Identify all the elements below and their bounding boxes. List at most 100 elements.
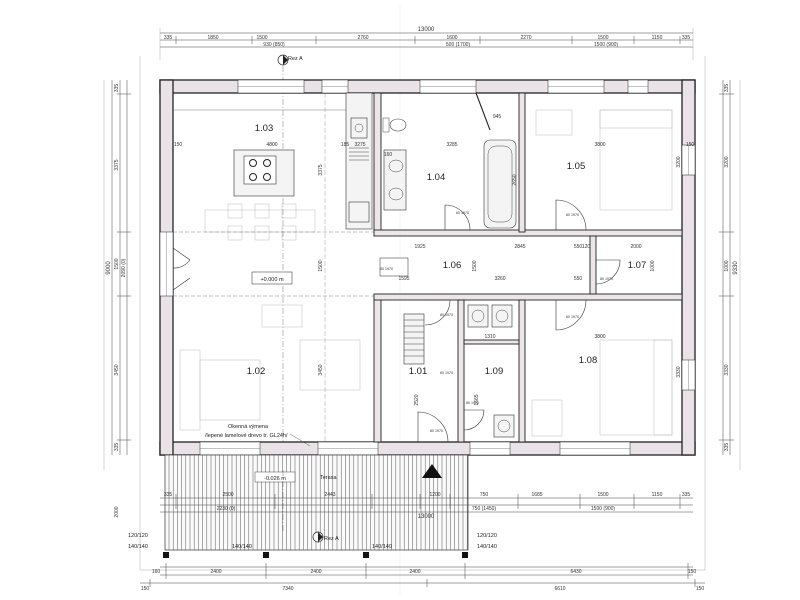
bedroom-1-08 bbox=[531, 299, 673, 437]
room-label-1-06: 1.06 bbox=[443, 260, 462, 271]
dim-living-height: 3450 bbox=[318, 364, 324, 375]
dim-top-1: 335 bbox=[164, 35, 173, 41]
dim-bottom3-3: 6610 bbox=[554, 586, 565, 592]
door-tag-stair: 80 1970 bbox=[440, 313, 453, 317]
dim-top-sub-1: 930 (850) bbox=[263, 42, 285, 48]
dim-bottom-sub-1: 2230 (0) bbox=[217, 506, 236, 512]
dim-top-total: 13000 bbox=[418, 27, 435, 33]
dim-bed2-width: 3800 bbox=[594, 334, 605, 340]
dim-right-5: 335 bbox=[724, 443, 730, 452]
bathtub bbox=[483, 139, 517, 229]
door-tag-bath: 60 1970 bbox=[456, 211, 469, 215]
dim-small-h: 150 bbox=[686, 142, 695, 148]
bottom-dimensions: 335 2500 2443 1200 750 1685 1500 1150 33… bbox=[140, 492, 705, 592]
kitchen-sink bbox=[350, 117, 368, 139]
post-2 bbox=[263, 552, 269, 558]
dim-bottom-5: 750 bbox=[480, 492, 489, 498]
dim-small-f: 160 bbox=[384, 152, 393, 158]
room-label-1-03: 1.03 bbox=[255, 123, 274, 134]
dim-bottom2-5: 6430 bbox=[570, 569, 581, 575]
section-label-bottom: Rez A bbox=[324, 536, 339, 542]
floor-level-terrace: -0.026 m bbox=[264, 476, 286, 482]
dim-left-sub: 2090 (0) bbox=[121, 258, 127, 277]
cooktop bbox=[348, 201, 370, 223]
dim-bottom3-2: 7340 bbox=[282, 586, 293, 592]
dim-bed1-width: 3800 bbox=[594, 142, 605, 148]
dim-right-outer: 9330 bbox=[733, 261, 739, 275]
dim-bath-width: 3285 bbox=[446, 142, 457, 148]
post-4 bbox=[462, 552, 468, 558]
dim-top-3: 1500 bbox=[256, 35, 267, 41]
room-label-1-02: 1.02 bbox=[247, 366, 266, 377]
dim-left-outer: 9000 bbox=[106, 261, 112, 275]
dim-living-mid: 1500 bbox=[318, 260, 324, 271]
dim-hall-d: 2000 bbox=[630, 244, 641, 250]
dim-right-4: 3330 bbox=[724, 364, 730, 375]
stair bbox=[403, 313, 425, 365]
dim-bottom-6: 1685 bbox=[531, 492, 542, 498]
terrace: -0.026 m Terasa 120/120 140/140 140/140 … bbox=[128, 454, 497, 558]
dim-top-sub-3: 1500 (900) bbox=[594, 42, 619, 48]
post-3 bbox=[363, 552, 369, 558]
dim-bottom3-1: 150 bbox=[141, 586, 150, 592]
dim-left-3: 1500 bbox=[114, 258, 120, 269]
room-label-1-08: 1.08 bbox=[579, 355, 598, 366]
door-tag-hall: 80 1970 bbox=[380, 267, 393, 271]
floor-level-interior: +0.000 m bbox=[260, 277, 284, 283]
interior-dimensions: 4800 3375 3450 1500 3285 945 3800 3200 3… bbox=[174, 114, 695, 406]
dim-hall-c: 550 bbox=[574, 244, 583, 250]
dim-small-e: 120 bbox=[582, 244, 591, 250]
interior-walls bbox=[373, 92, 683, 443]
dim-bottom-9: 335 bbox=[682, 492, 691, 498]
room-label-1-05: 1.05 bbox=[567, 161, 586, 172]
section-label-top: Rez A bbox=[288, 56, 303, 62]
entry-arrow-icon bbox=[422, 464, 442, 478]
lintel-note: Okenná výmena /lepené lamelové drevo tr.… bbox=[205, 424, 311, 447]
bedroom-1-05 bbox=[535, 109, 673, 231]
dim-bath-side: 2650 bbox=[512, 174, 518, 185]
dryer bbox=[491, 304, 513, 328]
section-marker-top: Rez A bbox=[277, 54, 303, 470]
lintel-note-line-1: Okenná výmena bbox=[228, 424, 269, 430]
kitchen-fixtures bbox=[173, 92, 373, 241]
right-dimensions: 9330 335 3200 1000 3330 335 bbox=[719, 80, 739, 455]
dim-top-2: 1850 bbox=[207, 35, 218, 41]
dim-bottom-2: 2500 bbox=[222, 492, 233, 498]
post-label-5: 120/120 bbox=[477, 533, 497, 539]
door-tag-1-09: 80 1970 bbox=[466, 401, 479, 405]
dim-bottom2-4: 2400 bbox=[409, 569, 420, 575]
dim-top-4: 2760 bbox=[357, 35, 368, 41]
dim-storage-height: 1665 bbox=[474, 394, 480, 405]
room-1-01-fixtures bbox=[403, 299, 451, 443]
post-label-3: 140/140 bbox=[232, 544, 252, 550]
dim-left-1: 335 bbox=[114, 84, 120, 93]
room-1-09-fixtures bbox=[463, 304, 515, 438]
door-tag-1-01: 60 1970 bbox=[440, 371, 453, 375]
dim-bottom2-2: 2400 bbox=[210, 569, 221, 575]
dim-top-8: 1150 bbox=[652, 35, 663, 41]
dim-tech-height: 2520 bbox=[414, 394, 420, 405]
dim-bottom-1: 335 bbox=[164, 492, 173, 498]
dim-small-b: 3275 bbox=[354, 142, 365, 148]
post-label-2: 140/140 bbox=[128, 544, 148, 550]
dim-bottom3-4: 150 bbox=[696, 586, 705, 592]
washing-machine bbox=[467, 304, 489, 328]
dim-kitchen-width: 4800 bbox=[266, 142, 277, 148]
dim-kitchen-height: 3375 bbox=[318, 164, 324, 175]
dim-bottom2-3: 2400 bbox=[310, 569, 321, 575]
dim-hall-e: 1595 bbox=[398, 276, 409, 282]
bathroom-fixtures bbox=[382, 92, 517, 231]
dim-right-3: 1000 bbox=[724, 260, 730, 271]
dim-left-4: 3450 bbox=[114, 364, 120, 375]
dim-bed2-height: 3330 bbox=[676, 366, 682, 377]
dim-right-2: 3200 bbox=[724, 156, 730, 167]
terrace-label: Terasa bbox=[320, 475, 337, 481]
dim-left-2: 3375 bbox=[114, 159, 120, 170]
door-tag-1-07: 80 1970 bbox=[600, 277, 613, 281]
dim-right-1: 335 bbox=[724, 84, 730, 93]
lintel-note-line-2: /lepené lamelové drevo tr. GL24h/ bbox=[205, 433, 288, 439]
dim-small-g: 185 bbox=[341, 142, 350, 148]
boiler bbox=[493, 414, 515, 438]
dim-bottom-sub-3: 1500 (900) bbox=[591, 506, 616, 512]
